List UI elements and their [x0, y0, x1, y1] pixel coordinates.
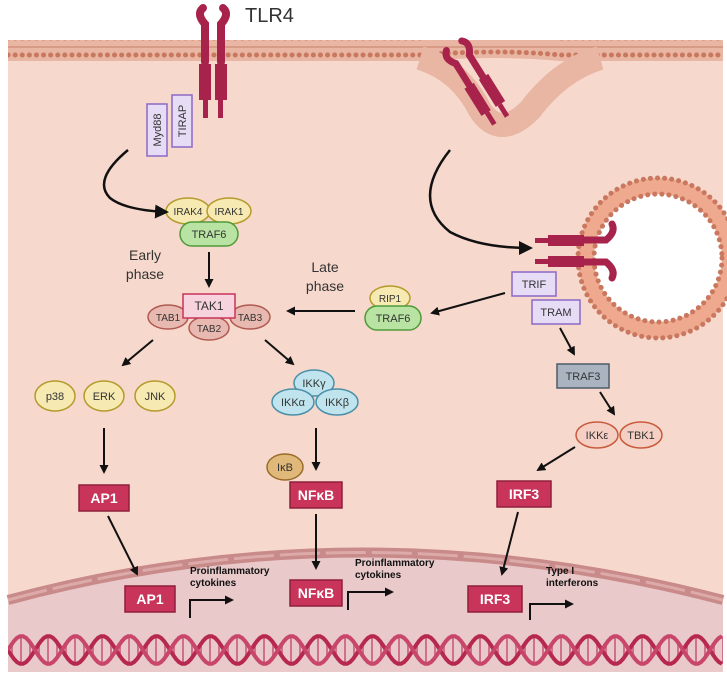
late-phase-label-2: phase	[306, 278, 344, 294]
ap1-output-label-1: Proinflammatory	[190, 566, 270, 577]
ap1-output-label-2: cytokines	[190, 578, 237, 589]
arrow-ap1-to-nucleus	[107, 515, 138, 576]
arrow-tram-to-traf3	[559, 327, 575, 356]
transcription-arrow-nfkb	[347, 587, 394, 610]
svg-text:IKKβ: IKKβ	[325, 397, 349, 409]
tlr4-label: TLR4	[245, 5, 294, 27]
early-phase-label-2: phase	[126, 266, 164, 282]
svg-text:TBK1: TBK1	[627, 430, 655, 442]
ap1-nucleus: AP1	[124, 585, 176, 613]
tlr4-receptor-internalizing	[442, 37, 510, 126]
svg-text:Myd88: Myd88	[152, 113, 164, 146]
jnk-node: JNK	[134, 380, 176, 412]
svg-text:TRAF6: TRAF6	[192, 229, 227, 241]
tirap-adaptor: TIRAP	[171, 94, 193, 148]
svg-text:IRF3: IRF3	[480, 591, 511, 607]
transcription-arrow-ap1	[189, 595, 234, 618]
nfkb-nucleus: NFκB	[289, 579, 343, 607]
arrow-tak1-to-mapk	[121, 339, 154, 367]
arrow-myd88-to-irak	[102, 149, 169, 219]
svg-text:p38: p38	[46, 391, 64, 403]
ikk-beta-node: IKKβ	[315, 388, 359, 416]
ikke-node: IKKε	[575, 421, 619, 449]
irak1-node: IRAK1	[206, 197, 252, 225]
tram-adaptor: TRAM	[531, 299, 581, 325]
trif-adaptor: TRIF	[511, 271, 557, 297]
arrow-tak1-to-ikk	[264, 339, 295, 366]
tab1-node: TAB1	[147, 304, 189, 330]
svg-text:ERK: ERK	[93, 391, 116, 403]
svg-text:TIRAP: TIRAP	[177, 105, 189, 137]
traf3-node: TRAF3	[556, 363, 610, 389]
arrow-irf3-to-nucleus	[499, 511, 519, 576]
late-phase-label-1: Late	[311, 259, 338, 275]
irf3-output-label-1: Type I	[546, 566, 574, 577]
svg-text:TRAF6: TRAF6	[376, 313, 411, 325]
p38-node: p38	[34, 380, 76, 412]
svg-text:TAB2: TAB2	[197, 324, 222, 335]
plasma-membrane	[8, 40, 723, 61]
svg-text:TAK1: TAK1	[194, 299, 223, 313]
svg-text:IRAK4: IRAK4	[174, 207, 203, 218]
svg-text:AP1: AP1	[136, 591, 163, 607]
tab3-node: TAB3	[229, 304, 271, 330]
tbk1-node: TBK1	[619, 421, 663, 449]
ikb-node: IκB	[266, 453, 304, 481]
irf3-nucleus: IRF3	[467, 585, 523, 613]
traf6-late-node: TRAF6	[364, 305, 422, 331]
nfkb-output-label-1: Proinflammatory	[355, 558, 435, 569]
svg-text:TAB1: TAB1	[156, 313, 181, 324]
tlr4-receptor-endosomal	[535, 220, 617, 282]
pathway-arrows	[99, 149, 616, 620]
tlr4-receptor-surface	[196, 4, 230, 118]
nfkb-cytoplasm: NFκB	[289, 481, 343, 509]
irf3-cytoplasm: IRF3	[496, 480, 552, 508]
svg-text:RIP1: RIP1	[379, 294, 402, 305]
endocytic-invagination	[416, 46, 604, 137]
svg-text:NFκB: NFκB	[298, 585, 335, 601]
arrow-traf3-to-ikke	[599, 391, 616, 416]
svg-text:AP1: AP1	[90, 490, 117, 506]
tab2-node: TAB2	[188, 315, 230, 341]
arrow-trif-to-traf6-late	[430, 292, 506, 316]
svg-text:TRAM: TRAM	[540, 307, 571, 319]
early-phase-label-1: Early	[129, 247, 161, 263]
transcription-arrow-irf3	[529, 599, 574, 620]
svg-text:TRAF3: TRAF3	[566, 371, 601, 383]
svg-text:TRIF: TRIF	[522, 279, 547, 291]
ikk-alpha-node: IKKα	[271, 388, 315, 416]
tak1-node: TAK1	[182, 293, 236, 319]
svg-text:TAB3: TAB3	[238, 313, 263, 324]
traf6-early-node: TRAF6	[179, 221, 239, 247]
svg-text:IRAK1: IRAK1	[215, 207, 244, 218]
svg-text:JNK: JNK	[145, 391, 166, 403]
svg-text:IKKα: IKKα	[281, 397, 306, 409]
svg-text:IKKε: IKKε	[586, 430, 609, 442]
myd88-adaptor: Myd88	[146, 103, 168, 157]
endosome	[575, 175, 727, 341]
dna-helix	[8, 634, 723, 666]
ap1-cytoplasm: AP1	[78, 484, 130, 512]
irak4-node: IRAK4	[165, 197, 211, 225]
svg-text:NFκB: NFκB	[298, 487, 335, 503]
irf3-output-label-2: interferons	[546, 578, 599, 589]
nfkb-output-label-2: cytokines	[355, 570, 402, 581]
ikk-gamma-node: IKKγ	[293, 369, 335, 397]
arrow-endocytosis	[428, 149, 533, 255]
svg-text:IKKγ: IKKγ	[302, 378, 326, 390]
svg-text:IRF3: IRF3	[509, 486, 540, 502]
svg-text:IκB: IκB	[277, 462, 293, 474]
erk-node: ERK	[83, 380, 125, 412]
rip1-node: RIP1	[369, 285, 411, 311]
arrow-ikke-to-irf3	[536, 446, 576, 472]
